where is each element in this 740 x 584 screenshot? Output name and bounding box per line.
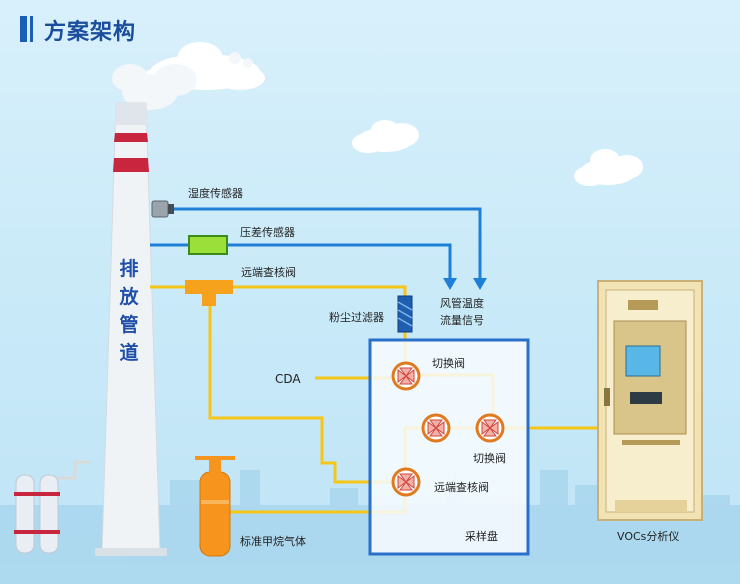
smoke-cloud [112,52,253,110]
chimney-label: 排放管道 [119,258,139,364]
switch-valve-icon [391,361,421,391]
airflow-signal-label-2: 流量信号 [440,314,484,327]
sampling-panel-label: 采样盘 [465,530,498,543]
remote-check-valve-label: 远端查核阀 [241,266,296,279]
cloud-icon [574,149,643,186]
cloud-icon [352,120,419,153]
switch-valve-label-right: 切换阀 [473,452,506,465]
humidity-sensor-icon [151,200,174,218]
title-accent-bar [20,16,27,42]
dust-filter-label: 粉尘过滤器 [329,311,384,324]
title-accent-bar-thin [30,16,33,42]
humidity-sensor-label: 湿度传感器 [188,187,243,200]
signal-lines [150,207,482,280]
airflow-signal-label-1: 风管温度 [440,297,484,310]
chimney [95,102,167,556]
gas-cylinder-icon [195,456,235,557]
remote-check-valve-label-bottom: 远端查核阀 [434,481,489,494]
dust-filter-icon [397,295,413,333]
cda-label: CDA [275,372,301,386]
page-title: 方案架构 [44,20,137,45]
pressure-sensor-label: 压差传感器 [240,226,295,239]
gas-cylinders [14,460,90,554]
switch-valve-icon [421,413,451,443]
switch-valve-label: 切换阀 [432,357,465,370]
valve-group [391,361,505,497]
switch-valve-icon [475,413,505,443]
voc-analyzer-icon [597,280,703,521]
calibration-gas-label: 标准甲烷气体 [240,535,306,548]
pressure-sensor-icon [188,235,228,255]
switch-valve-icon [391,467,421,497]
arrow-down-icon [473,278,487,290]
ground [0,563,740,584]
analyzer-label: VOCs分析仪 [617,530,680,543]
tee-valve-icon [185,280,233,306]
arrow-down-icon [443,278,457,290]
